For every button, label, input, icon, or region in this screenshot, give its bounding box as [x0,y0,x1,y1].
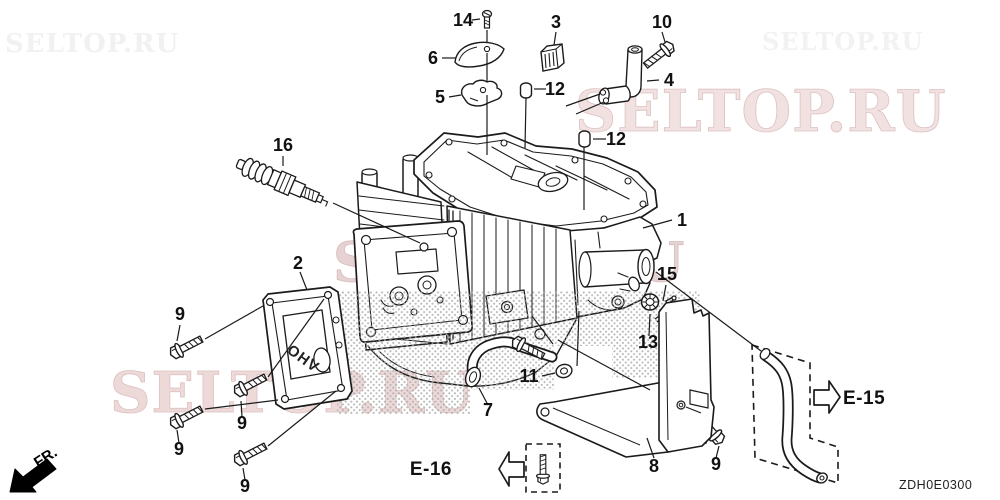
leader-joint-bolt [661,31,666,43]
ref-e15-hose-group: E-15 [751,343,885,485]
leader-sealing-bolt [541,372,556,377]
leader-grommet [648,313,651,337]
part-label-breather-tube: 7 [483,400,493,420]
e16-bolt-drawing [535,454,551,485]
leader-guard-plate [646,437,655,459]
part-4-breather-joint-drawing [598,45,643,105]
leader-breather-tube [478,387,489,406]
part-6-plate-drawing [454,41,505,68]
leader-flange-bolt-d [242,467,246,481]
assembly-line [531,315,554,345]
assembly-line [204,305,264,340]
leader-flange-bolt-b [176,429,180,444]
leader-flange-bolt-a [176,324,181,342]
part-label-cover-screw: 14 [453,10,473,30]
part-label-flange-bolt-a: 9 [175,304,185,324]
leader-flange-bolt-c [240,400,243,418]
watermark-text-4: SELTOP.RU [762,27,924,56]
assembly-line [575,101,605,115]
leader-cylinder-barrel [642,219,673,229]
part-label-spark-plug: 16 [273,135,293,155]
part-12-dowel-pin-b-drawing [578,130,591,148]
part-label-head-cover: 2 [293,253,303,273]
part-label-tube-clamp: 3 [551,12,561,32]
assembly-line [332,202,421,244]
part-14-cover-screw-drawing [481,9,493,29]
e15-ref-label: E-15 [843,388,885,409]
assembly-line [267,390,337,447]
part-label-flange-bolt-d: 9 [240,476,250,496]
assembly-leader-lines [204,30,762,447]
assembly-line [685,406,702,414]
part-label-stay: 5 [435,87,445,107]
assembly-line [565,93,601,107]
e15-arrow-icon [813,380,841,414]
leader-breather-joint [646,79,660,82]
watermark-text-3: SELTOP.RU [5,29,179,59]
part-16-spark-plug-drawing [235,157,329,207]
leader-tube-clamp [553,31,557,46]
halftone-pattern-patches [293,291,700,414]
leader-head-cover [299,271,308,291]
part-10-joint-bolt-drawing [640,37,679,73]
part-9-flange-bolt-a-drawing [166,331,206,363]
assembly-line [655,271,762,352]
part-13-grommet-drawing [640,293,660,311]
assembly-line [557,339,651,391]
part-11-sealing-bolt-drawing [508,332,573,379]
e16-ref-label: E-16 [410,459,452,480]
part-9-flange-bolt-d-drawing [230,438,270,470]
e16-arrow-icon [498,451,525,487]
part-label-plate: 6 [428,48,438,68]
part-label-flange-bolt-b: 9 [174,439,184,459]
part-12-dowel-pin-a-drawing [519,82,533,99]
part-3-tube-clamp-drawing [540,43,565,72]
part-label-sealing-bolt: 11 [519,366,538,386]
leader-clip [662,284,667,302]
fr-arrow-icon [9,458,57,493]
part-label-flange-bolt-e: 9 [711,454,721,474]
diagram-code: ZDH0E0300 [899,478,972,492]
part-8-guard-plate-drawing [536,298,715,458]
part-label-flange-bolt-c: 9 [237,413,247,433]
part-5-stay-drawing [460,79,503,107]
part-label-clip: 15 [657,264,677,284]
part-label-dowel-pin-a: 12 [545,79,565,99]
assembly-line [524,97,527,149]
part-label-guard-plate: 8 [649,456,659,476]
ref-e16-bolt-group: E-16 [410,443,561,493]
assembly-line [267,298,325,378]
assembly-line [576,310,580,367]
part-2-head-cover-drawing: OHV [262,286,353,410]
part-label-cylinder-barrel: 1 [677,210,687,230]
part-label-breather-joint: 4 [664,70,674,90]
leader-stay [448,94,462,98]
part-label-dowel-pin-b: 12 [606,129,626,149]
crankcase-top-flange [413,132,658,234]
breather-hose-drawing [759,348,828,484]
part-label-grommet: 13 [638,332,658,352]
fr-direction-group: FR. [9,444,60,493]
leader-flange-bolt-e [715,445,720,459]
part-label-joint-bolt: 10 [652,12,672,32]
leader-cover-screw [471,18,481,21]
